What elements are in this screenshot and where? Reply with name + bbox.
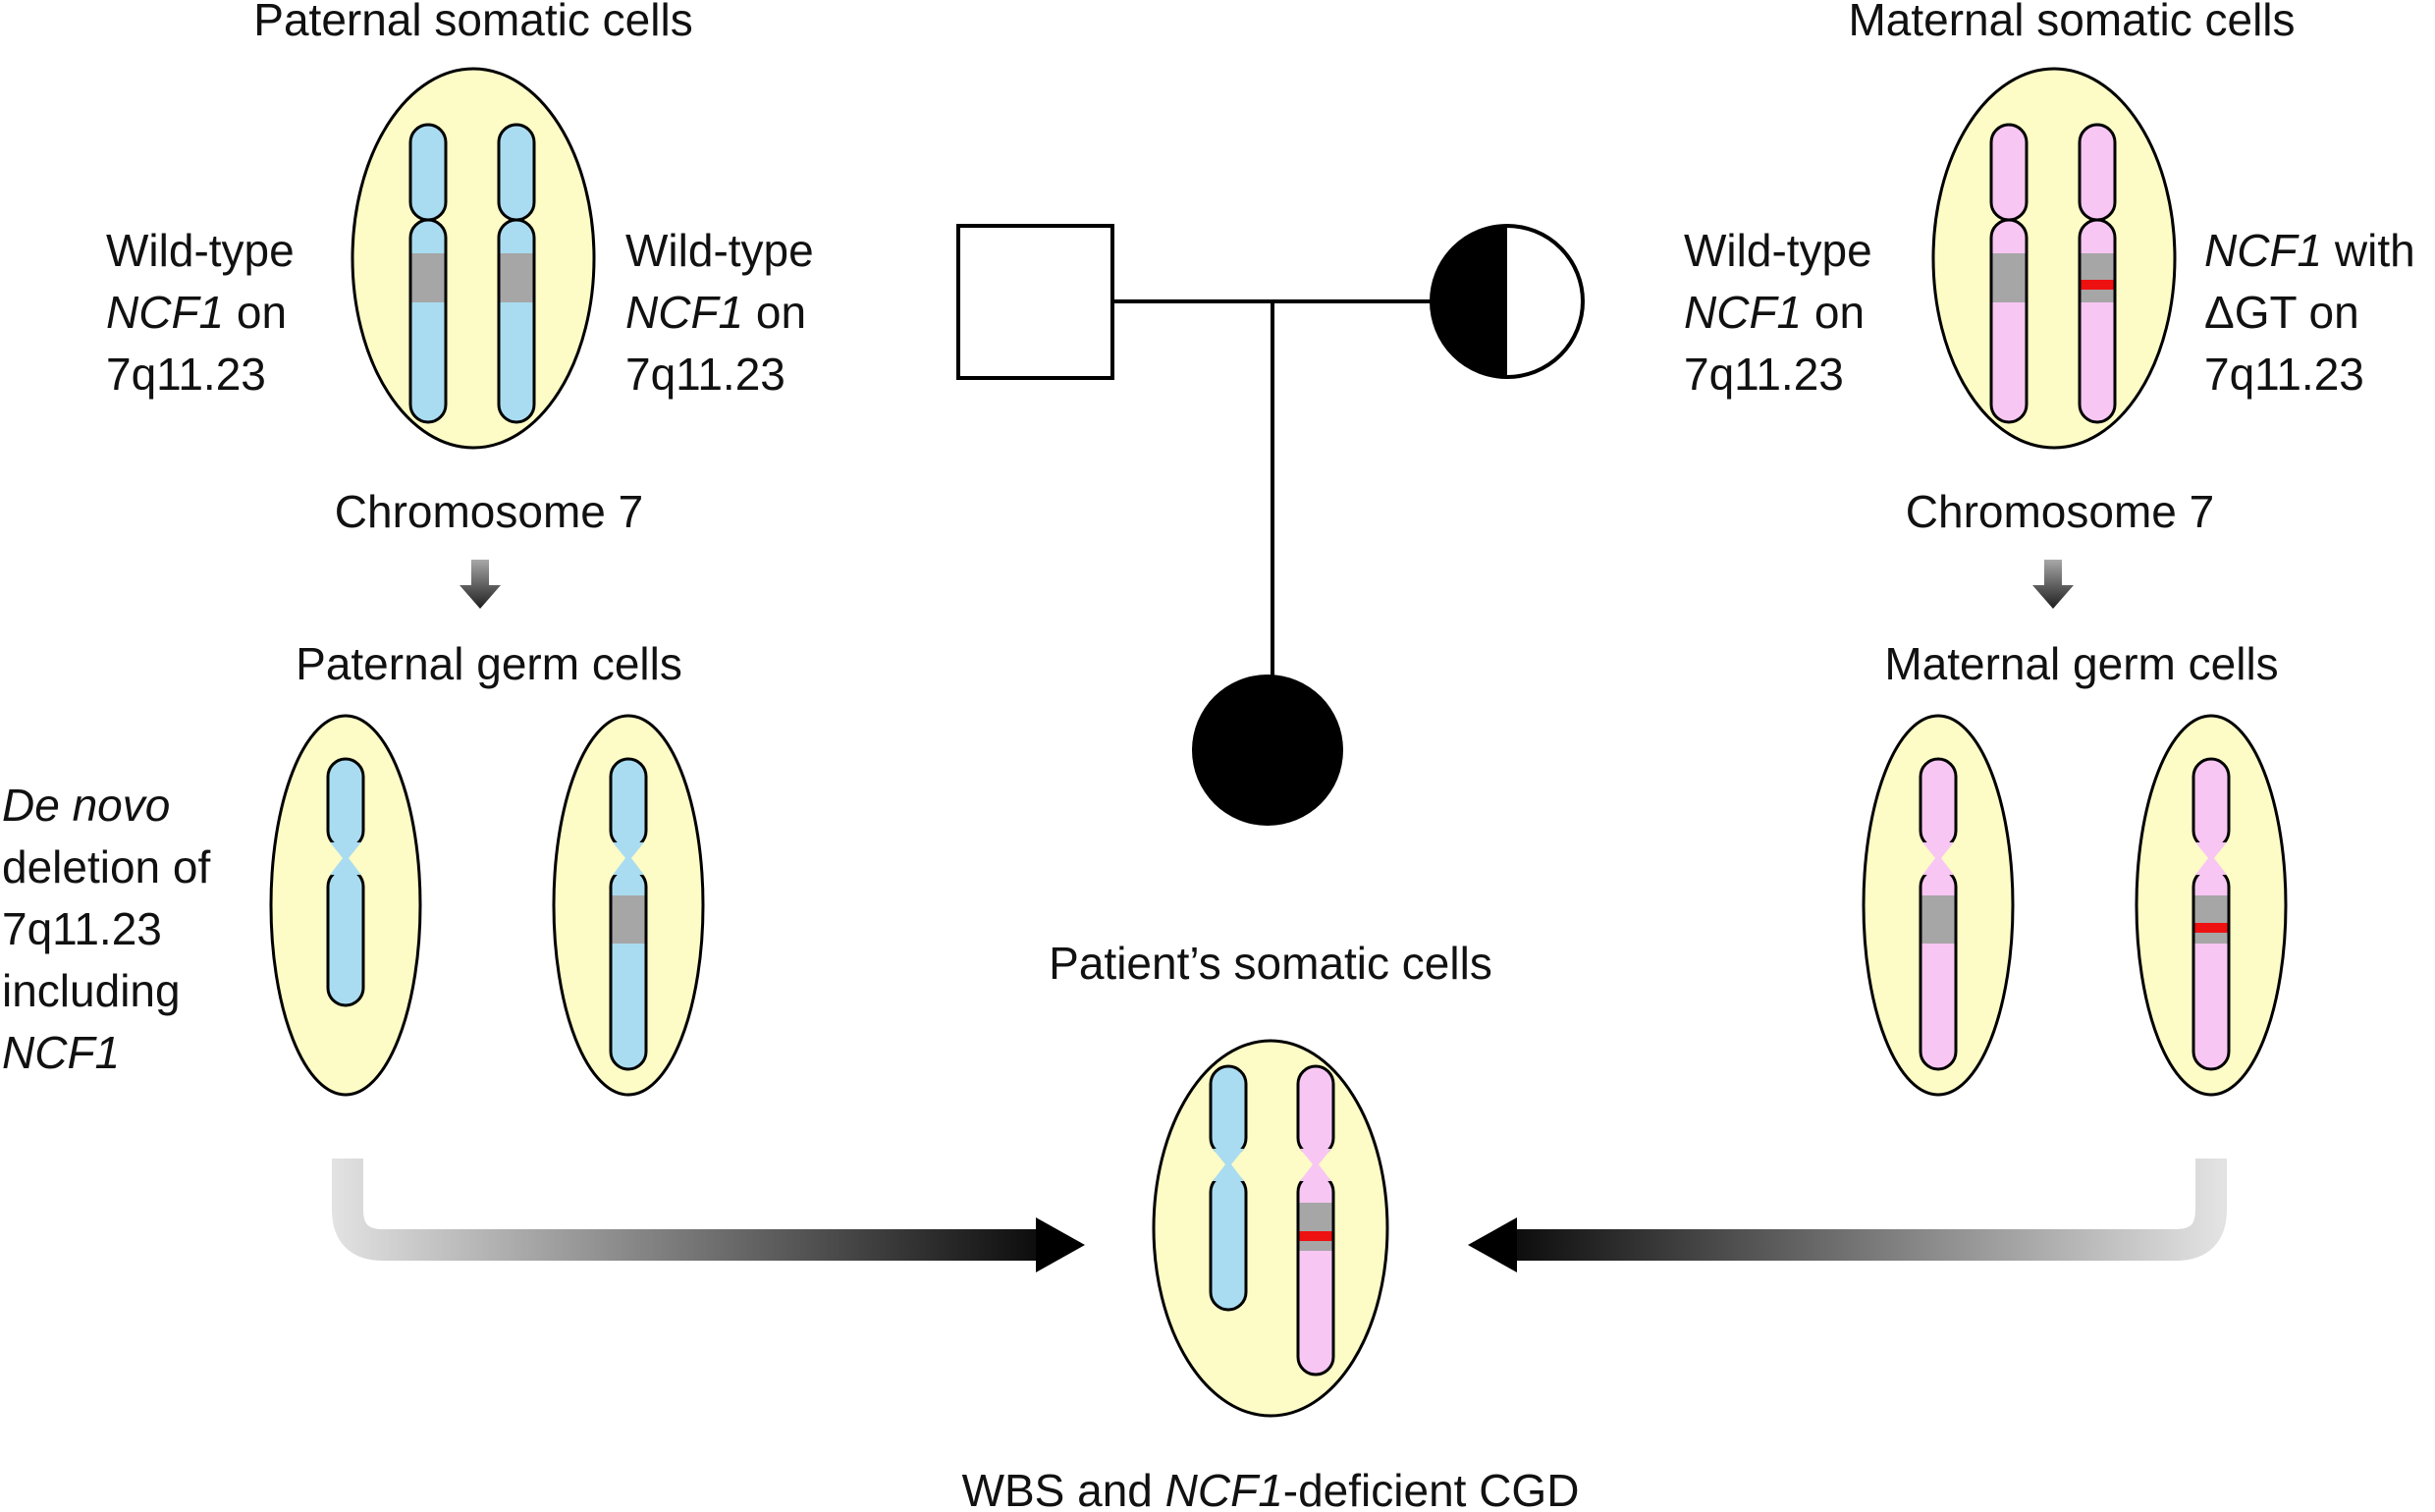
- patient-maternal-chromosome-7-mutant: [1296, 1064, 1335, 1377]
- delta-gt-mutation-mark: [2194, 923, 2228, 933]
- maternal-chromosome-7: [1919, 757, 1958, 1071]
- paternal-germ-cell-deleted: [269, 714, 422, 1097]
- maternal-contribution-arrow: [1468, 1159, 2227, 1272]
- delta-gt-mutation-mark: [1299, 1231, 1332, 1241]
- paternal-germ-title: Paternal germ cells: [296, 638, 682, 689]
- svg-text:7q11.23: 7q11.23: [106, 349, 266, 400]
- svg-text:De novo: De novo: [2, 780, 170, 831]
- maternal-left-allele-label: Wild-type NCF1 on 7q11.23: [1684, 225, 1872, 400]
- de-novo-deletion-label: De novo deletion of 7q11.23 including NC…: [2, 780, 210, 1078]
- svg-text:7q11.23: 7q11.23: [625, 349, 785, 400]
- svg-text:7q11.23: 7q11.23: [2204, 349, 2364, 400]
- maternal-chromosome-7-b: [2078, 123, 2117, 424]
- paternal-chromosome-7-a: [408, 123, 448, 424]
- affected-daughter-symbol: [1192, 675, 1343, 826]
- ncf1-locus: [2081, 253, 2114, 302]
- svg-text:including: including: [2, 965, 181, 1016]
- maternal-germ-title: Maternal germ cells: [1884, 638, 2278, 689]
- pedigree: [956, 224, 1585, 826]
- paternal-left-allele-label: Wild-type NCF1 on 7q11.23: [106, 225, 295, 400]
- maternal-somatic-title: Maternal somatic cells: [1848, 0, 2295, 45]
- delta-gt-mutation-mark: [2081, 280, 2114, 290]
- paternal-contribution-arrow: [332, 1159, 1085, 1272]
- ncf1-locus: [1992, 253, 2026, 302]
- svg-text:7q11.23: 7q11.23: [2, 903, 162, 954]
- maternal-somatic-cell: [1931, 67, 2177, 450]
- svg-text:Wild-type: Wild-type: [106, 225, 295, 276]
- paternal-down-arrow: [460, 560, 501, 609]
- cell-membrane: [351, 67, 596, 450]
- paternal-chromosome-7-deleted: [326, 757, 365, 1007]
- paternal-germ-cell-wildtype: [552, 714, 705, 1097]
- ncf1-locus: [2194, 895, 2228, 944]
- ncf1-locus: [1921, 895, 1955, 944]
- svg-text:Wild-type: Wild-type: [1684, 225, 1872, 276]
- svg-text:NCF1: NCF1: [2, 1027, 120, 1078]
- paternal-somatic-cell: [351, 67, 596, 450]
- svg-text:NCF1 on: NCF1 on: [625, 287, 806, 338]
- patient-title: Patient’s somatic cells: [1049, 938, 1492, 989]
- maternal-right-allele-label: NCF1 with ΔGT on 7q11.23: [2204, 225, 2415, 400]
- svg-text:NCF1 on: NCF1 on: [106, 287, 287, 338]
- paternal-chromosome-7: [609, 757, 648, 1071]
- father-symbol: [956, 224, 1114, 380]
- svg-text:Wild-type: Wild-type: [625, 225, 814, 276]
- ncf1-locus: [411, 253, 445, 302]
- maternal-down-arrow: [2032, 560, 2074, 609]
- maternal-germ-cell-wildtype: [1862, 714, 2015, 1097]
- ncf1-locus: [1299, 1203, 1332, 1251]
- diagnosis-label: WBS and NCF1-deficient CGD: [962, 1465, 1580, 1512]
- cell-membrane: [1931, 67, 2177, 450]
- cell-membrane: [1152, 1039, 1389, 1418]
- paternal-right-allele-label: Wild-type NCF1 on 7q11.23: [625, 225, 814, 400]
- svg-text:deletion of: deletion of: [2, 841, 210, 892]
- maternal-chromosome-label: Chromosome 7: [1906, 486, 2214, 537]
- maternal-chromosome-7-mutant: [2192, 757, 2231, 1071]
- ncf1-locus: [500, 253, 533, 302]
- ncf1-locus: [612, 895, 645, 944]
- patient-paternal-chromosome-7-deleted: [1209, 1064, 1248, 1312]
- svg-text:ΔGT on: ΔGT on: [2204, 287, 2359, 338]
- maternal-chromosome-7-a: [1989, 123, 2029, 424]
- maternal-germ-cell-mutant: [2135, 714, 2288, 1097]
- svg-text:NCF1 on: NCF1 on: [1684, 287, 1865, 338]
- svg-text:7q11.23: 7q11.23: [1684, 349, 1844, 400]
- paternal-somatic-title: Paternal somatic cells: [253, 0, 692, 45]
- mother-carrier-symbol: [1430, 224, 1585, 379]
- paternal-chromosome-label: Chromosome 7: [335, 486, 643, 537]
- paternal-chromosome-7-b: [497, 123, 536, 424]
- patient-somatic-cell: [1152, 1039, 1389, 1418]
- svg-text:NCF1 with: NCF1 with: [2204, 225, 2415, 276]
